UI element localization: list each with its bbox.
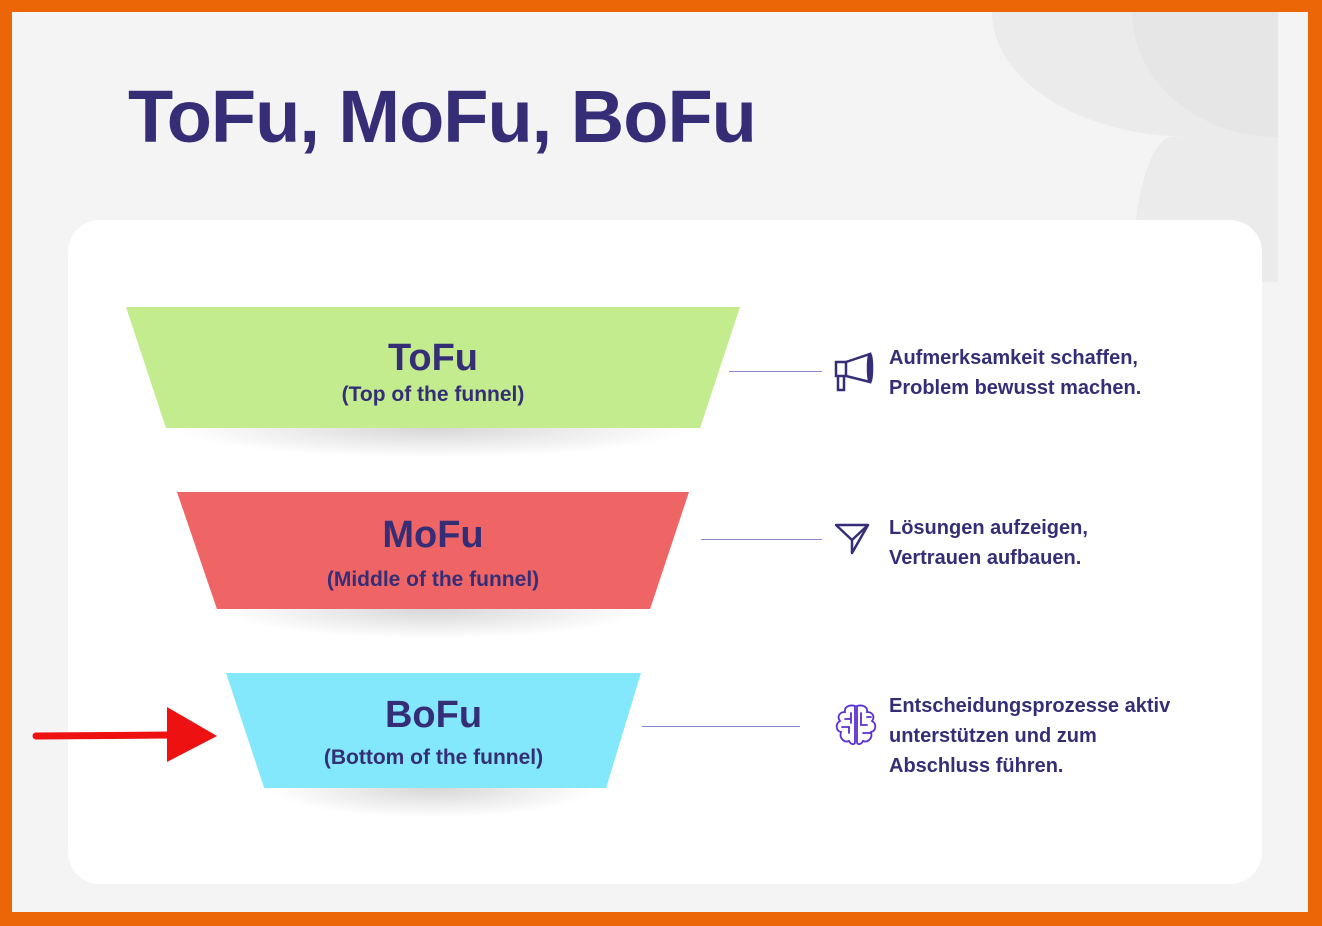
- brain-icon: [835, 704, 877, 746]
- description-line: Abschluss führen.: [889, 755, 1064, 777]
- funnel-icon: [834, 523, 870, 555]
- connector-line: [701, 539, 822, 540]
- description-line: Entscheidungsprozesse aktiv: [889, 695, 1171, 717]
- stage-name: ToFu: [387, 336, 479, 379]
- description-line: Lösungen aufzeigen,: [889, 517, 1088, 539]
- tofu-shadow: [170, 428, 695, 458]
- page-title: ToFu, MoFu, BoFu: [128, 75, 757, 158]
- funnel-stage-tofu: ToFu (Top of the funnel): [126, 307, 740, 428]
- stage-subtitle: (Bottom of the funnel): [323, 745, 544, 769]
- red-arrow-icon: [32, 707, 217, 762]
- stage-subtitle: (Middle of the funnel): [326, 567, 540, 591]
- connector-line: [729, 371, 822, 372]
- stage-name: MoFu: [382, 513, 484, 556]
- stage-description-bofu: Entscheidungsprozesse aktiv unterstützen…: [889, 691, 1229, 781]
- funnel-stage-mofu: MoFu (Middle of the funnel): [177, 492, 689, 609]
- megaphone-icon: [834, 352, 874, 392]
- description-line: Vertrauen aufbauen.: [889, 547, 1082, 569]
- stage-description-tofu: Aufmerksamkeit schaffen, Problem bewusst…: [889, 343, 1229, 403]
- description-line: unterstützen und zum: [889, 725, 1097, 747]
- bofu-shadow: [268, 788, 598, 818]
- description-line: Aufmerksamkeit schaffen,: [889, 347, 1138, 369]
- stage-description-mofu: Lösungen aufzeigen, Vertrauen aufbauen.: [889, 513, 1229, 573]
- stage-name: BoFu: [384, 693, 483, 736]
- description-line: Problem bewusst machen.: [889, 377, 1142, 399]
- connector-line: [642, 726, 800, 727]
- mofu-shadow: [220, 609, 645, 639]
- funnel-stage-bofu: BoFu (Bottom of the funnel): [226, 673, 641, 788]
- stage-subtitle: (Top of the funnel): [341, 382, 525, 406]
